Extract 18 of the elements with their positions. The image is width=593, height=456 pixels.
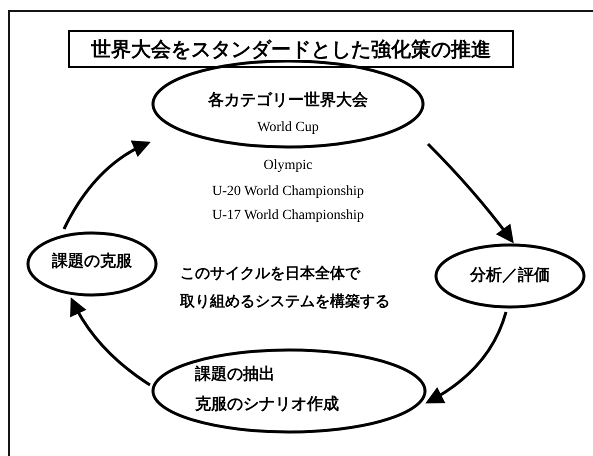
node-text: 課題の抽出 xyxy=(195,364,275,385)
note-text: このサイクルを日本全体で取り組めるシステムを構築する xyxy=(180,263,390,312)
title-box: 世界大会をスタンダードとした強化策の推進 xyxy=(68,30,514,68)
cycle-arrow xyxy=(62,141,151,230)
cycle-arrow xyxy=(70,297,151,386)
node-text: U-20 World Championship xyxy=(211,184,365,200)
node-text: 克服のシナリオ作成 xyxy=(195,394,339,415)
node-text: 分析／評価 xyxy=(468,265,551,286)
cycle-arrow xyxy=(425,312,508,404)
node-text: 課題の克服 xyxy=(50,251,133,272)
ellipse-node xyxy=(26,231,158,297)
node-text: U-17 World Championship xyxy=(211,208,365,224)
node-text: World Cup xyxy=(256,120,320,136)
ellipse-node xyxy=(150,348,428,434)
node-heading: 各カテゴリー世界大会 xyxy=(206,90,369,111)
cycle-arrow xyxy=(426,142,514,244)
ellipse-node xyxy=(434,243,586,310)
node-text: Olympic xyxy=(262,158,314,174)
